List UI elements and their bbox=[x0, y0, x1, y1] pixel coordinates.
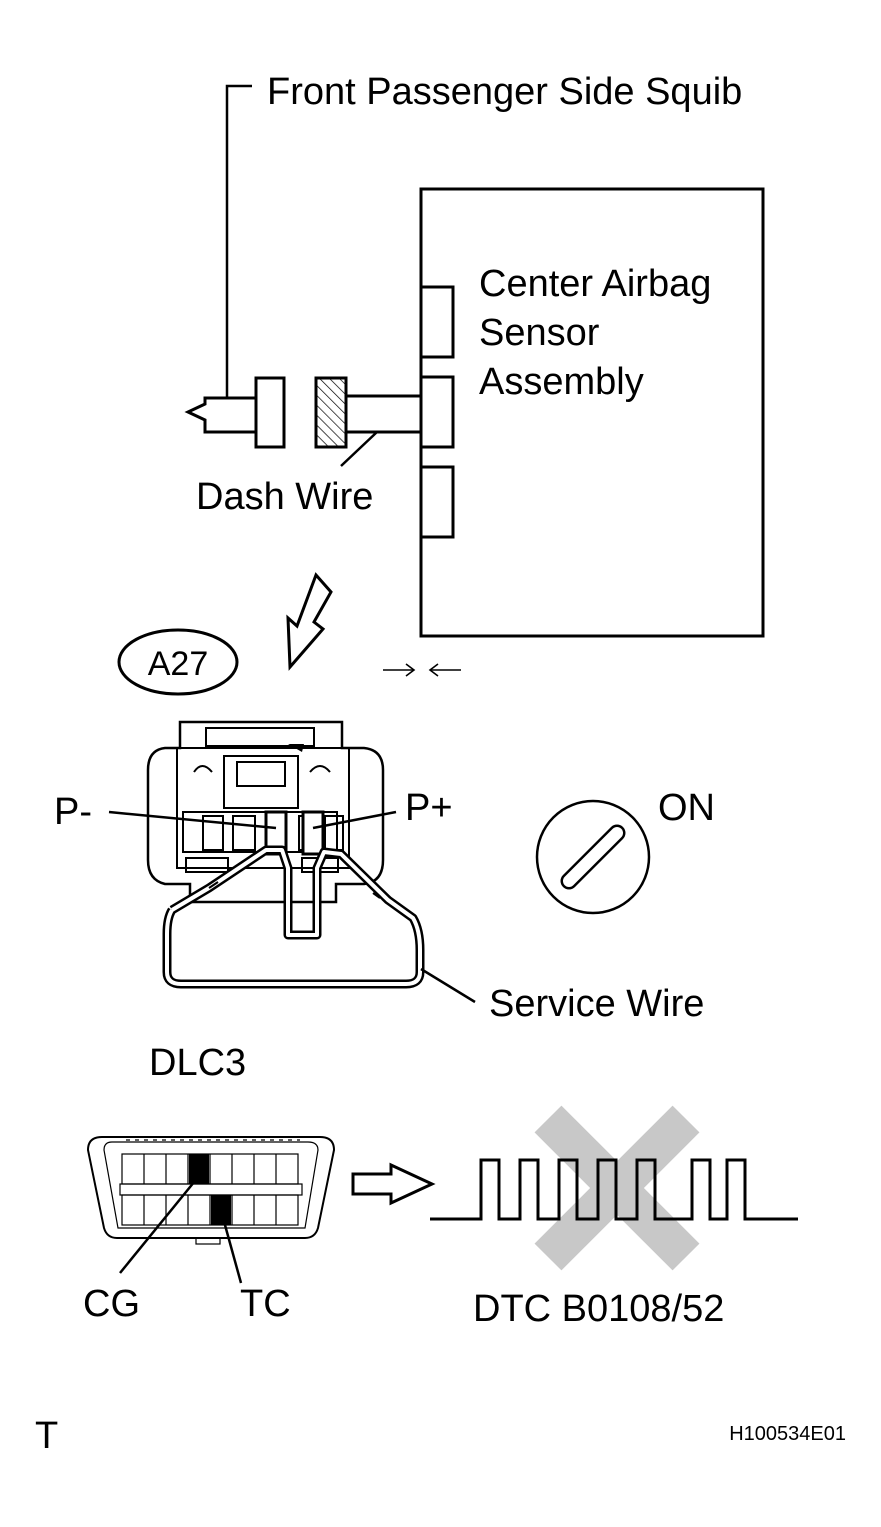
squib-wire bbox=[184, 396, 256, 434]
squib-leader bbox=[225, 84, 252, 400]
dlc3-terminal-tc bbox=[211, 1195, 231, 1225]
dash-wire-label: Dash Wire bbox=[196, 476, 373, 518]
service-wire-label: Service Wire bbox=[489, 983, 704, 1025]
terminal-p-plus bbox=[301, 810, 325, 856]
connector-id-label: A27 bbox=[148, 645, 209, 683]
converge-arrows-icon bbox=[383, 663, 461, 677]
dtc-waveform bbox=[430, 1158, 798, 1221]
dlc3-connector bbox=[86, 1136, 336, 1245]
dlc3-leaders bbox=[119, 1175, 243, 1284]
connector-index-mark bbox=[288, 744, 304, 752]
pin-minus-label: P- bbox=[54, 791, 92, 833]
squib-label: Front Passenger Side Squib bbox=[267, 71, 742, 113]
corner-mark: T bbox=[35, 1415, 58, 1457]
ignition-on-label: ON bbox=[658, 787, 715, 829]
pin-plus-label: P+ bbox=[405, 787, 453, 829]
squib-plug bbox=[254, 376, 286, 449]
figure-code: H100534E01 bbox=[729, 1423, 846, 1445]
ignition-switch-icon bbox=[535, 799, 651, 915]
dash-wire-connector bbox=[314, 376, 421, 449]
dtc-label: DTC B0108/52 bbox=[473, 1288, 724, 1330]
dlc3-terminal-cg bbox=[189, 1154, 209, 1184]
squib-connector bbox=[184, 376, 286, 449]
dash-wire-leader bbox=[340, 431, 378, 467]
ecu-label-line2: Sensor bbox=[479, 312, 600, 354]
dlc-label: DLC3 bbox=[149, 1042, 246, 1084]
ecu-label-line3: Assembly bbox=[479, 361, 644, 403]
ecu-connector-tabs bbox=[419, 285, 455, 539]
ecu-label-line1: Center Airbag bbox=[479, 263, 711, 305]
cg-label: CG bbox=[83, 1283, 140, 1325]
ecu-tab-lower bbox=[419, 465, 455, 539]
ecu-body bbox=[419, 187, 765, 638]
service-wire bbox=[162, 845, 425, 989]
connector-id-oval bbox=[117, 628, 239, 696]
a27-connector bbox=[146, 720, 385, 904]
pin-leaders bbox=[108, 810, 397, 830]
service-wire-leader bbox=[420, 967, 476, 1004]
ecu-tab-middle bbox=[419, 375, 455, 449]
tc-label: TC bbox=[240, 1283, 291, 1325]
down-left-arrow-icon bbox=[286, 572, 333, 671]
dash-wire-plug bbox=[314, 376, 348, 449]
right-arrow-icon bbox=[351, 1162, 436, 1206]
ecu-tab-upper bbox=[419, 285, 455, 359]
